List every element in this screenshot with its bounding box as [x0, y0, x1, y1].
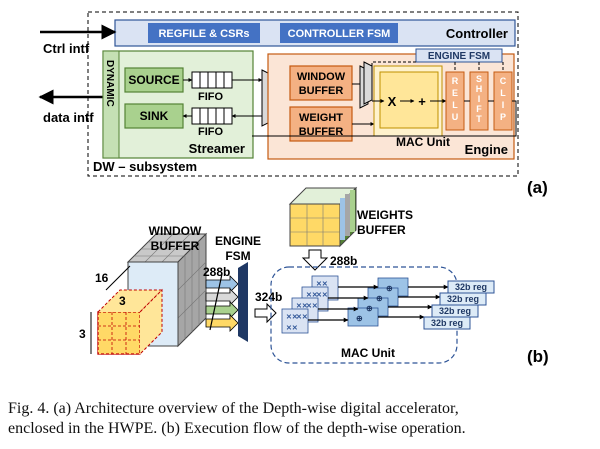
data-intf-label: data intf — [43, 110, 94, 125]
svg-text:✕✕: ✕✕ — [316, 281, 328, 288]
window-buffer-b-label-1: WINDOW — [149, 224, 202, 238]
controller-fsm-label: CONTROLLER FSM — [288, 28, 391, 40]
shift-letter: H — [476, 84, 483, 94]
fifo-bottom-label: FIFO — [198, 126, 223, 138]
weight-buffer-block — [289, 106, 353, 142]
relu-letter: E — [452, 88, 458, 98]
mac-unit-label: MAC Unit — [396, 135, 450, 149]
shift-letter: T — [476, 114, 482, 124]
reg-label: 32b reg — [455, 282, 487, 292]
regfile-block — [148, 23, 260, 43]
streamer-label: Streamer — [189, 141, 245, 156]
clip-letter: P — [500, 112, 506, 122]
weights-label-1: WEIGHTS — [357, 208, 413, 222]
relu-letter: L — [452, 100, 458, 110]
window-buffer-b-label-2: BUFFER — [151, 239, 200, 253]
dw-subsystem-label: DW – subsystem — [93, 159, 197, 174]
caption-line-1: Fig. 4. (a) Architecture overview of the… — [8, 400, 459, 417]
bw-288-b-label: 288b — [330, 254, 357, 268]
fifo-bottom — [191, 107, 233, 125]
svg-text:⊕: ⊕ — [366, 304, 373, 313]
relu-letter: R — [452, 76, 459, 86]
svg-text:✕✕: ✕✕ — [306, 303, 318, 310]
sink-block — [124, 103, 184, 129]
dim-3a-label: 3 — [119, 294, 126, 308]
shift-letter: F — [476, 104, 482, 114]
clip-letter: C — [500, 76, 507, 86]
sink-label: SINK — [140, 109, 169, 123]
window-output-arrows — [205, 273, 239, 332]
shift-letter: I — [478, 94, 481, 104]
weights-buffer-cube — [288, 186, 358, 248]
ctrl-intf-label: Ctrl intf — [43, 41, 90, 56]
output-registers: 32b reg 32b reg 32b reg 32b reg — [423, 280, 495, 330]
weight-buffer-label-2: BUFFER — [299, 126, 344, 138]
svg-text:✕✕: ✕✕ — [306, 292, 318, 299]
engine-fsm-b-label-1: ENGINE — [215, 234, 261, 248]
svg-text:✕✕: ✕✕ — [296, 314, 308, 321]
reg-label: 32b reg — [439, 306, 471, 316]
svg-text:✕✕: ✕✕ — [296, 303, 308, 310]
fifo-top — [191, 71, 233, 89]
window-buffer-label-1: WINDOW — [297, 71, 346, 83]
window-buffer-label-2: BUFFER — [299, 85, 344, 97]
svg-text:✕✕: ✕✕ — [316, 292, 328, 299]
mac-add: + — [418, 94, 426, 109]
part-a-tag: (a) — [527, 178, 548, 197]
svg-text:⊕: ⊕ — [386, 284, 393, 293]
fifo-top-label: FIFO — [198, 91, 223, 103]
mac-mult: X — [388, 94, 397, 109]
source-label: SOURCE — [128, 73, 179, 87]
bw-288-a-label: 288b — [203, 265, 230, 279]
mac-unit-b-label: MAC Unit — [341, 346, 395, 360]
dim-3b-label: 3 — [79, 327, 86, 341]
window-buffer-block — [289, 65, 353, 101]
reg-label: 32b reg — [431, 318, 463, 328]
engine-fsm-label: ENGINE FSM — [428, 51, 490, 62]
dynamic-label: DYNAMIC — [104, 60, 115, 107]
engine-label: Engine — [465, 142, 508, 157]
bw-324-label: 324b — [255, 290, 282, 304]
svg-text:✕✕: ✕✕ — [286, 325, 298, 332]
clip-letter: I — [502, 100, 505, 110]
caption-line-2: enclosed in the HWPE. (b) Execution flow… — [8, 420, 466, 437]
regfile-label: REGFILE & CSRs — [158, 28, 249, 40]
dim-16-label: 16 — [95, 271, 109, 285]
part-b-tag: (b) — [527, 347, 549, 366]
figure-caption: Fig. 4. (a) Architecture overview of the… — [8, 399, 592, 439]
relu-letter: U — [452, 112, 459, 122]
window-buffer-cube — [97, 232, 208, 355]
controller-fsm-block — [280, 23, 398, 43]
engine-fsm-block — [415, 48, 503, 63]
weights-to-mac-arrow — [301, 249, 329, 271]
svg-text:✕✕: ✕✕ — [286, 314, 298, 321]
execution-flow: 16 3 3 WINDOW BUFFER 288b ENGINE FSM 324… — [79, 186, 549, 366]
architecture-overview: Controller REGFILE & CSRs CONTROLLER FSM… — [38, 11, 548, 197]
shift-letter: S — [476, 74, 482, 84]
engine-fsm-mux — [238, 262, 248, 342]
svg-text:⊕: ⊕ — [356, 314, 363, 323]
engine-fsm-b-label-2: FSM — [225, 249, 250, 263]
dynamic-bar — [102, 50, 120, 159]
hwpe-boundary — [87, 11, 519, 177]
weights-label-2: BUFFER — [357, 223, 406, 237]
clip-letter: L — [500, 88, 506, 98]
reg-label: 32b reg — [447, 294, 479, 304]
svg-text:⊕: ⊕ — [376, 294, 383, 303]
controller-label: Controller — [446, 26, 508, 41]
mac-pe-array: ✕✕✕✕ ✕✕✕✕ ✕✕✕✕ ✕✕✕✕ ⊕⊕ ⊕⊕ — [281, 275, 449, 334]
engine-to-mac-arrow — [254, 302, 277, 324]
mac-core — [379, 71, 439, 129]
weight-buffer-label-1: WEIGHT — [299, 112, 343, 124]
